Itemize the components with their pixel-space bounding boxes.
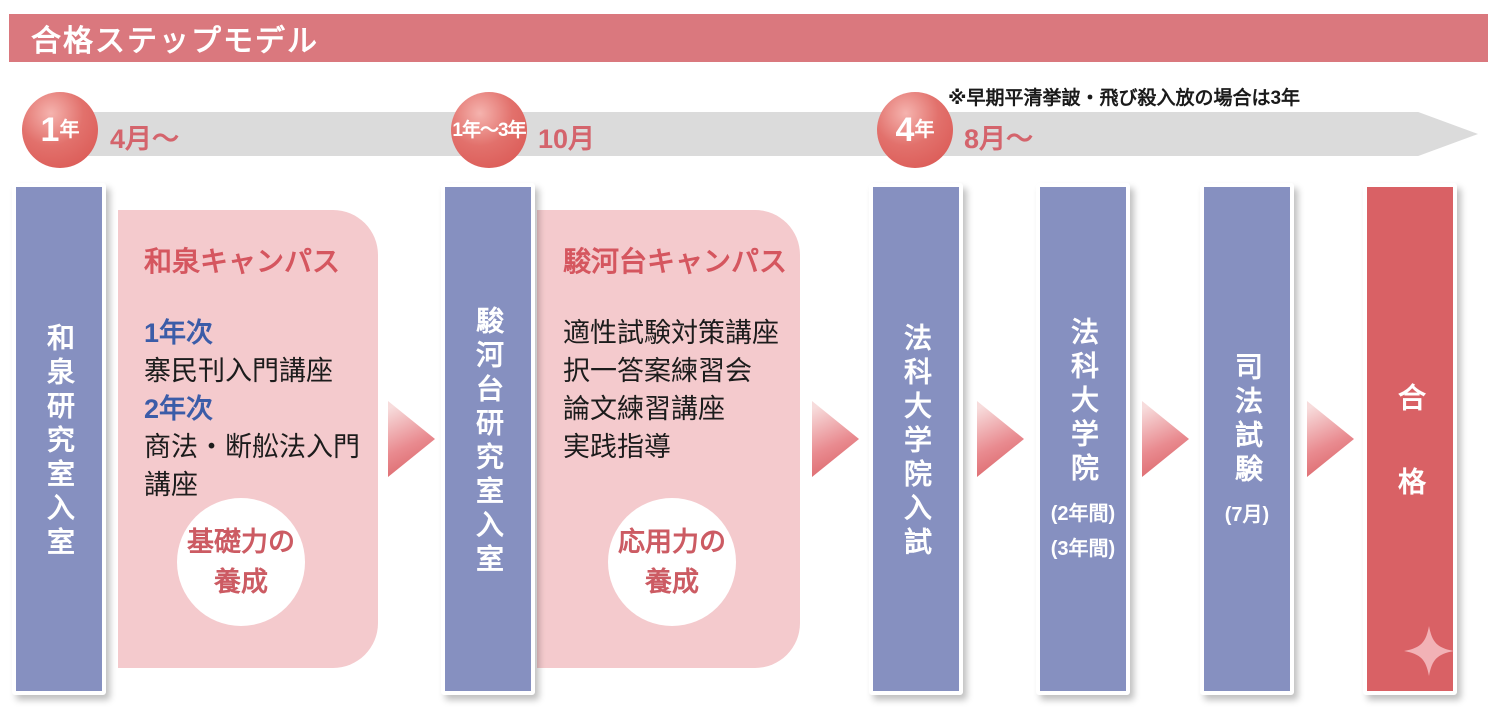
flow-arrow-icon: [1307, 401, 1354, 477]
campus-box-line: 2年次: [144, 394, 214, 424]
step-bar-pass: 合格: [1363, 183, 1457, 695]
step-bar-note: (2年間): [1050, 503, 1116, 525]
flow-arrow-icon: [977, 401, 1024, 477]
step-bar-note: (7月): [1224, 503, 1270, 526]
badge-unit: 1年〜3年: [452, 119, 526, 141]
step-bar-label: 法科大学院: [1068, 317, 1099, 487]
circle-text-line: 応用力の: [618, 527, 726, 557]
campus-box-line: 適性試験対策講座: [563, 318, 779, 348]
circle-text-line: 基礎力の: [187, 527, 295, 557]
timeline-month-label: 8月〜: [964, 124, 1034, 154]
step-bar-note: (3年間): [1050, 538, 1116, 560]
step-bar-law-school: 法科大学院 (2年間) (3年間): [1036, 183, 1130, 695]
step-bar-bar-exam: 司法試験 (7月): [1200, 183, 1294, 695]
flow-arrow-icon: [1142, 401, 1189, 477]
step-bar-label: 法科大学院入試: [901, 323, 932, 561]
foundation-skill-circle: 基礎力の 養成: [177, 498, 305, 626]
circle-text-line: 養成: [645, 567, 699, 597]
campus-box-line: 択一答案練習会: [563, 356, 752, 386]
timeline-month-label: 10月: [538, 124, 596, 154]
diagram-title: 合格ステップモデル: [31, 25, 319, 58]
timeline-note: ※早期平清挙詖・飛び殺入放の場合は3年: [948, 88, 1301, 109]
step-bar-law-school-exam: 法科大学院入試: [869, 183, 963, 695]
step-bar-label: 駿河台研究室入室: [473, 306, 504, 578]
sparkle-icon: [1404, 626, 1454, 676]
badge-unit: 年: [59, 119, 80, 141]
flow-arrow-icon: [812, 401, 859, 477]
campus-box-line: 商法・断舩法入門講座: [144, 432, 360, 500]
campus-box-line: 1年次: [144, 318, 214, 348]
circle-text-line: 養成: [214, 567, 268, 597]
step-bar-label: 和泉研究室入室: [44, 323, 75, 561]
step-bar-izumi-lab: 和泉研究室入室: [12, 183, 106, 695]
step-bar-surugadai-lab: 駿河台研究室入室: [441, 183, 535, 695]
diagram-title-banner: 合格ステップモデル: [9, 14, 1488, 62]
flow-arrow-icon: [388, 401, 435, 477]
badge-number: 4: [895, 111, 915, 149]
step-bar-label: 司法試験: [1232, 351, 1263, 488]
surugadai-campus-box: 駿河台キャンパス 適性試験対策講座 択一答案練習会 論文練習講座 実践指導 応用…: [537, 210, 800, 668]
step-bar-label: 合格: [1395, 383, 1426, 551]
campus-box-line: 実践指導: [563, 432, 671, 462]
timeline-month-label: 4月〜: [110, 124, 180, 154]
campus-box-line: 論文練習講座: [563, 394, 725, 424]
applied-skill-circle: 応用力の 養成: [608, 498, 736, 626]
badge-unit: 年: [914, 119, 935, 141]
izumi-campus-box: 和泉キャンパス 1年次 寨民刊入門講座 2年次 商法・断舩法入門講座 基礎力の …: [118, 210, 378, 668]
campus-box-title: 駿河台キャンパス: [563, 246, 788, 277]
campus-box-title: 和泉キャンパス: [144, 246, 341, 277]
timeline-badge-year1to3: 1年〜3年: [451, 92, 527, 168]
campus-box-line: 寨民刊入門講座: [144, 356, 333, 386]
timeline-arrow-bar: [55, 112, 1478, 156]
badge-number: 1: [40, 111, 60, 149]
